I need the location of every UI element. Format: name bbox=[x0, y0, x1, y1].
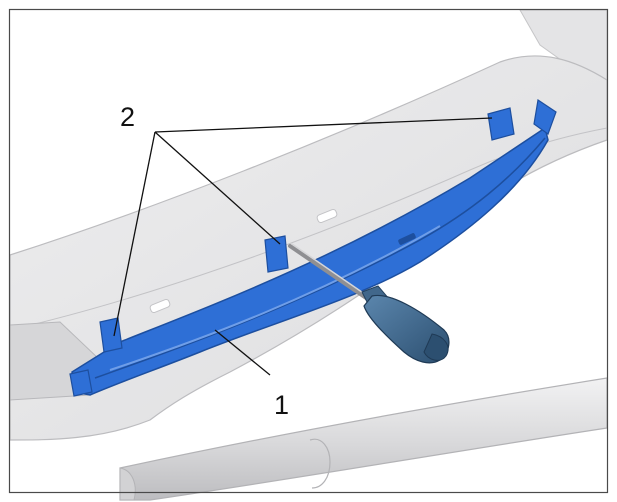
panel-slot bbox=[149, 298, 171, 314]
trim-strip-part bbox=[69, 98, 557, 397]
screwdriver-handle-end bbox=[423, 333, 449, 361]
leader-lines bbox=[113, 117, 493, 376]
panel-slot bbox=[316, 208, 338, 224]
trim-end-tab-left bbox=[69, 369, 93, 397]
figure-border bbox=[8, 8, 609, 494]
trim-strip-highlight bbox=[109, 225, 441, 371]
leader-line-2-left bbox=[113, 131, 156, 337]
trim-slot bbox=[398, 233, 416, 245]
trim-clip-middle bbox=[264, 235, 289, 273]
panel-inner-edge bbox=[9, 127, 608, 331]
panel-slots bbox=[149, 208, 338, 314]
leader-line-2-right bbox=[154, 117, 493, 133]
trim-clip-left bbox=[99, 317, 123, 353]
callout-label-2: 2 bbox=[120, 102, 135, 132]
screwdriver-shaft bbox=[288, 244, 374, 304]
trim-end-tab-right bbox=[533, 98, 557, 135]
trim-clip-right bbox=[487, 107, 515, 141]
lower-tube-ring bbox=[309, 438, 331, 489]
screwdriver-icon bbox=[288, 243, 450, 364]
callout-label-1: 1 bbox=[274, 390, 289, 420]
leader-line-1 bbox=[214, 329, 271, 376]
trim-strip-body bbox=[71, 126, 549, 396]
screwdriver-shaft-highlight bbox=[291, 243, 373, 300]
leader-line-2-middle bbox=[154, 131, 281, 245]
trim-strip-edge bbox=[94, 137, 546, 379]
